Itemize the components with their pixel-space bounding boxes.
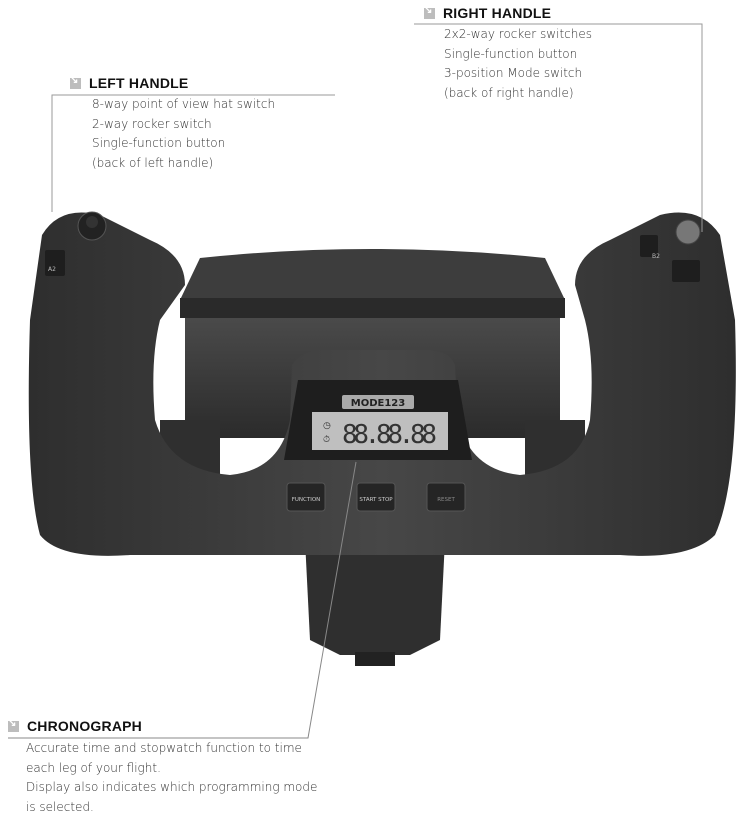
- feature-line: 2x2-way rocker switches: [444, 27, 592, 41]
- feature-line: Single-function button: [444, 46, 578, 61]
- feature-line: Display also indicates which programming…: [26, 780, 318, 794]
- feature-line: 8-way point of view hat switch: [92, 97, 276, 111]
- feature-line: 2-way rocker switch: [92, 116, 212, 131]
- right-rocker-label: B2: [652, 253, 660, 260]
- right-handle-callout: RIGHT HANDLE 2x2-way rocker switches Sin…: [424, 5, 592, 103]
- feature-line: 3-position Mode switch: [444, 66, 583, 80]
- right-rocker-switch[interactable]: [640, 235, 658, 257]
- right-handle-title: RIGHT HANDLE: [443, 5, 552, 21]
- stopwatch-icon: ⏱: [323, 435, 330, 445]
- lcd-display: [312, 412, 448, 450]
- lcd-digits: 88.88.88: [342, 420, 437, 450]
- right-handle-button[interactable]: [675, 219, 701, 245]
- yoke-stem: [305, 540, 445, 666]
- left-rocker-label: A2: [48, 266, 56, 273]
- arrow-marker-icon: [424, 5, 435, 19]
- arrow-marker-icon: [8, 718, 19, 732]
- feature-line: (back of left handle): [92, 155, 214, 170]
- feature-line: is selected.: [26, 799, 94, 814]
- svg-text:START STOP: START STOP: [359, 497, 393, 503]
- start-stop-button[interactable]: START STOP: [356, 482, 396, 512]
- function-button[interactable]: FUNCTION: [286, 482, 326, 512]
- feature-line: (back of right handle): [444, 85, 574, 100]
- reset-button[interactable]: RESET: [426, 482, 466, 512]
- left-handle-callout: LEFT HANDLE 8-way point of view hat swit…: [70, 75, 275, 173]
- hat-switch-knob: [86, 216, 98, 228]
- mode-indicator: [342, 395, 414, 409]
- arrow-marker-icon: [70, 75, 81, 89]
- mode-label: MODE123: [351, 398, 406, 409]
- feature-line: each leg of your flight.: [26, 760, 161, 775]
- left-handle-title: LEFT HANDLE: [89, 75, 189, 91]
- left-rocker-switch[interactable]: [45, 250, 65, 276]
- svg-text:RESET: RESET: [437, 497, 455, 503]
- clock-icon: ◷: [323, 421, 331, 431]
- svg-text:FUNCTION: FUNCTION: [292, 497, 321, 503]
- chronograph-title: CHRONOGRAPH: [27, 718, 142, 734]
- right-rocker-switch-2[interactable]: [672, 260, 700, 282]
- feature-line: Single-function button: [92, 136, 226, 150]
- feature-line: Accurate time and stopwatch function to …: [26, 741, 302, 755]
- leader-lines: [8, 23, 703, 739]
- chronograph-callout: CHRONOGRAPH Accurate time and stopwatch …: [8, 718, 317, 817]
